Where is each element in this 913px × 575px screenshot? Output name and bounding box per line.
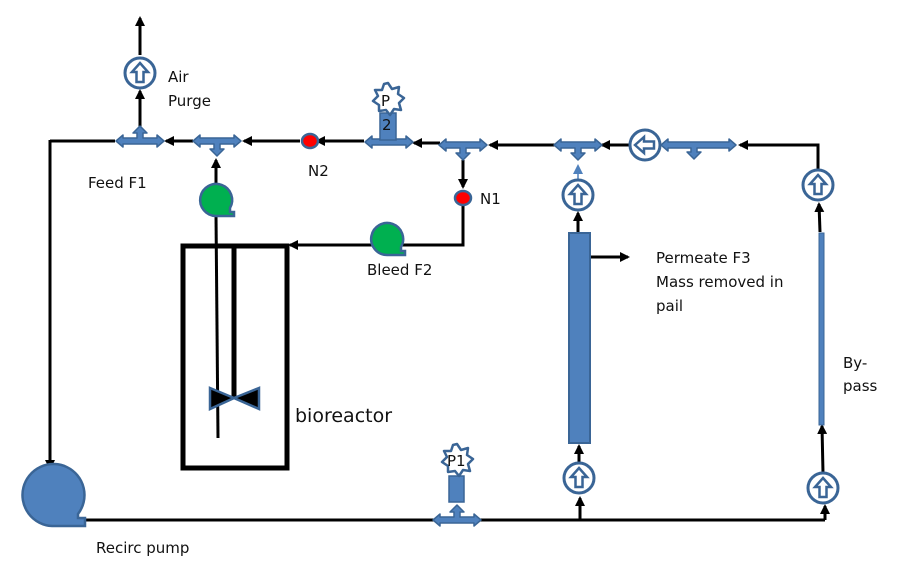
label-permeate-3: pail bbox=[656, 297, 683, 315]
feed-pump-icon[interactable] bbox=[198, 182, 236, 218]
label-air-purge-2: Purge bbox=[168, 92, 211, 110]
label-permeate-1: Permeate F3 bbox=[656, 249, 751, 267]
flow-meter-air-purge-icon bbox=[123, 56, 157, 90]
tee-air-purge-icon bbox=[115, 125, 165, 148]
label-bypass-2: pass bbox=[843, 377, 878, 395]
pressure-gauge-p1[interactable]: P1 bbox=[432, 442, 482, 527]
pipe-n1-to-bleedpump bbox=[400, 206, 465, 247]
flow-meter-bypass-top-icon bbox=[801, 168, 835, 202]
label-n2: N2 bbox=[308, 162, 329, 180]
label-bypass-1: By- bbox=[843, 354, 867, 372]
impeller-icon bbox=[208, 386, 261, 411]
gauge-p2-letter: P bbox=[381, 92, 390, 110]
label-feed: Feed F1 bbox=[88, 174, 147, 192]
label-recirc-pump: Recirc pump bbox=[96, 539, 189, 557]
label-permeate-2: Mass removed in bbox=[656, 273, 783, 291]
tee-bypass-return-icon bbox=[660, 138, 737, 160]
bypass-tube[interactable] bbox=[818, 232, 825, 426]
gauge-p2-number: 2 bbox=[382, 116, 392, 134]
tee-n1-branch-icon bbox=[438, 138, 488, 161]
bioreactor-vessel[interactable] bbox=[180, 243, 290, 471]
sample-node-n1[interactable] bbox=[453, 189, 473, 207]
label-bleed: Bleed F2 bbox=[367, 261, 432, 279]
membrane-module[interactable] bbox=[568, 232, 591, 444]
flow-meter-membrane-inlet-icon bbox=[562, 461, 596, 495]
recirc-pump-icon[interactable] bbox=[21, 462, 87, 528]
pressure-gauge-p2[interactable]: P 2 bbox=[364, 81, 414, 149]
gauge-p1-label: P1 bbox=[447, 452, 466, 470]
pipe-fm-to-bypass bbox=[817, 424, 828, 474]
tee-permeate-return-icon bbox=[553, 138, 603, 161]
pipe-bypass-to-fm bbox=[814, 202, 825, 233]
label-n1: N1 bbox=[480, 190, 501, 208]
sample-node-n2[interactable] bbox=[300, 132, 320, 150]
tee-feed-icon bbox=[192, 134, 242, 157]
flow-meter-bypass-inlet-icon bbox=[806, 471, 840, 505]
label-air-purge-1: Air bbox=[168, 68, 189, 86]
flow-meter-return-icon bbox=[628, 128, 662, 162]
flow-meter-permeate-icon bbox=[561, 178, 595, 212]
bleed-pump-icon[interactable] bbox=[369, 221, 407, 257]
label-bioreactor: bioreactor bbox=[295, 405, 392, 427]
pipe-bypass-top bbox=[738, 140, 820, 170]
